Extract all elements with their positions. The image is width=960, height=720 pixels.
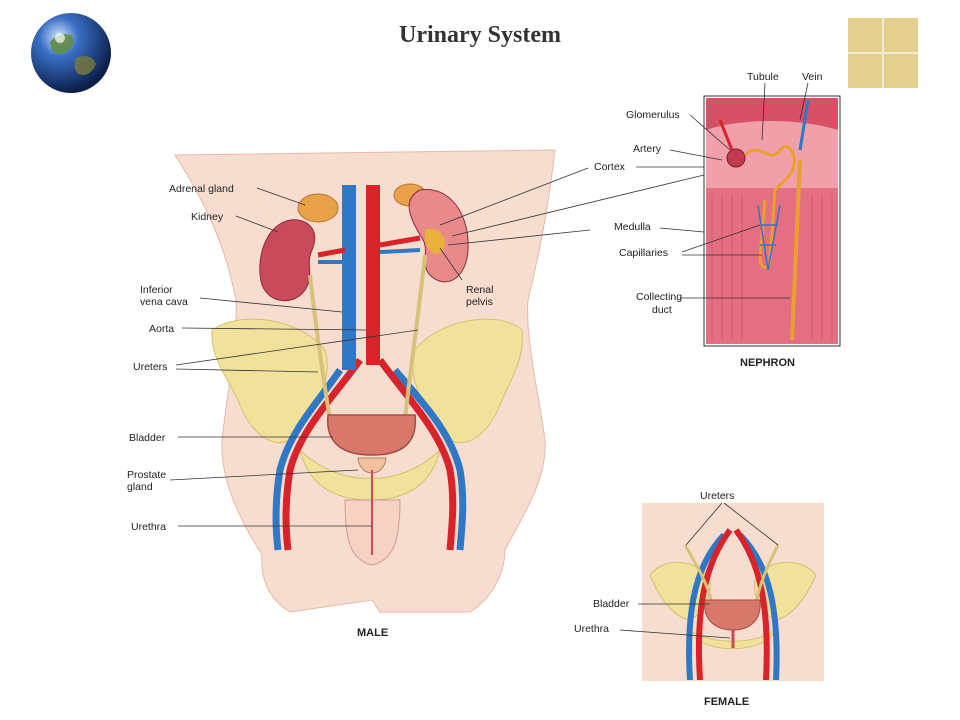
caption-female: FEMALE [704,696,749,708]
renal-veins [318,248,421,264]
label-cortex: Cortex [594,161,626,173]
label-collecting-line1: Collecting [636,291,682,303]
aorta [366,185,380,365]
label-renal-pelvis-line1: Renal [466,284,493,296]
male-labels: Adrenal gland Kidney Inferior vena cava … [127,183,493,639]
caption-male: MALE [357,627,388,639]
nephron-capillaries [757,204,781,271]
slide-title: Urinary System [399,22,561,48]
label-collecting-line2: duct [652,304,672,316]
nephron-tubule [743,145,796,269]
renal-pelvis [424,229,445,254]
label-prostate-line2: gland [127,481,153,493]
caption-nephron: NEPHRON [740,357,795,369]
male-ureters [308,254,427,421]
male-bladder [327,414,416,456]
male-prostate [357,457,387,474]
label-female-ureters: Ureters [700,490,734,502]
label-bladder: Bladder [129,432,166,444]
kidney-left [259,219,316,302]
label-female-bladder: Bladder [593,598,630,610]
glomerulus [726,148,746,168]
label-prostate-line1: Prostate [127,469,166,481]
label-female-urethra: Urethra [574,623,609,635]
adrenal-left [297,193,339,223]
nephron-leaders [439,82,809,299]
beige-grid-tile [848,18,918,88]
label-glomerulus: Glomerulus [626,109,680,121]
label-urethra: Urethra [131,521,166,533]
female-labels: Ureters Bladder Urethra FEMALE [574,490,749,708]
label-vein: Vein [802,71,823,83]
male-leaders [169,187,463,527]
vena-cava [342,185,356,370]
collecting-duct [790,159,802,341]
label-renal-pelvis-line2: pelvis [466,296,493,308]
nephron-inset [703,95,841,347]
nephron-vein [798,99,810,151]
globe-icon [31,13,111,93]
label-kidney: Kidney [191,211,224,223]
label-tubule: Tubule [747,71,779,83]
label-aorta: Aorta [149,323,174,335]
female-inset [642,503,824,681]
label-capillaries: Capillaries [619,247,668,259]
nephron-labels: Tubule Vein Glomerulus Artery Cortex Med… [594,71,823,369]
male-pubic-bone [299,448,441,501]
female-leaders [619,502,779,639]
label-adrenal-gland: Adrenal gland [169,183,234,195]
label-medulla: Medulla [614,221,651,233]
label-vena-cava-line1: Inferior [140,284,173,296]
male-iliac-vein [272,367,467,551]
male-iliac-artery [282,357,457,551]
nephron-artery [718,119,734,151]
renal-vessels [317,235,421,258]
label-artery: Artery [633,143,662,155]
male-figure [174,149,556,613]
label-ureters: Ureters [133,361,167,373]
label-vena-cava-line2: vena cava [140,296,188,308]
